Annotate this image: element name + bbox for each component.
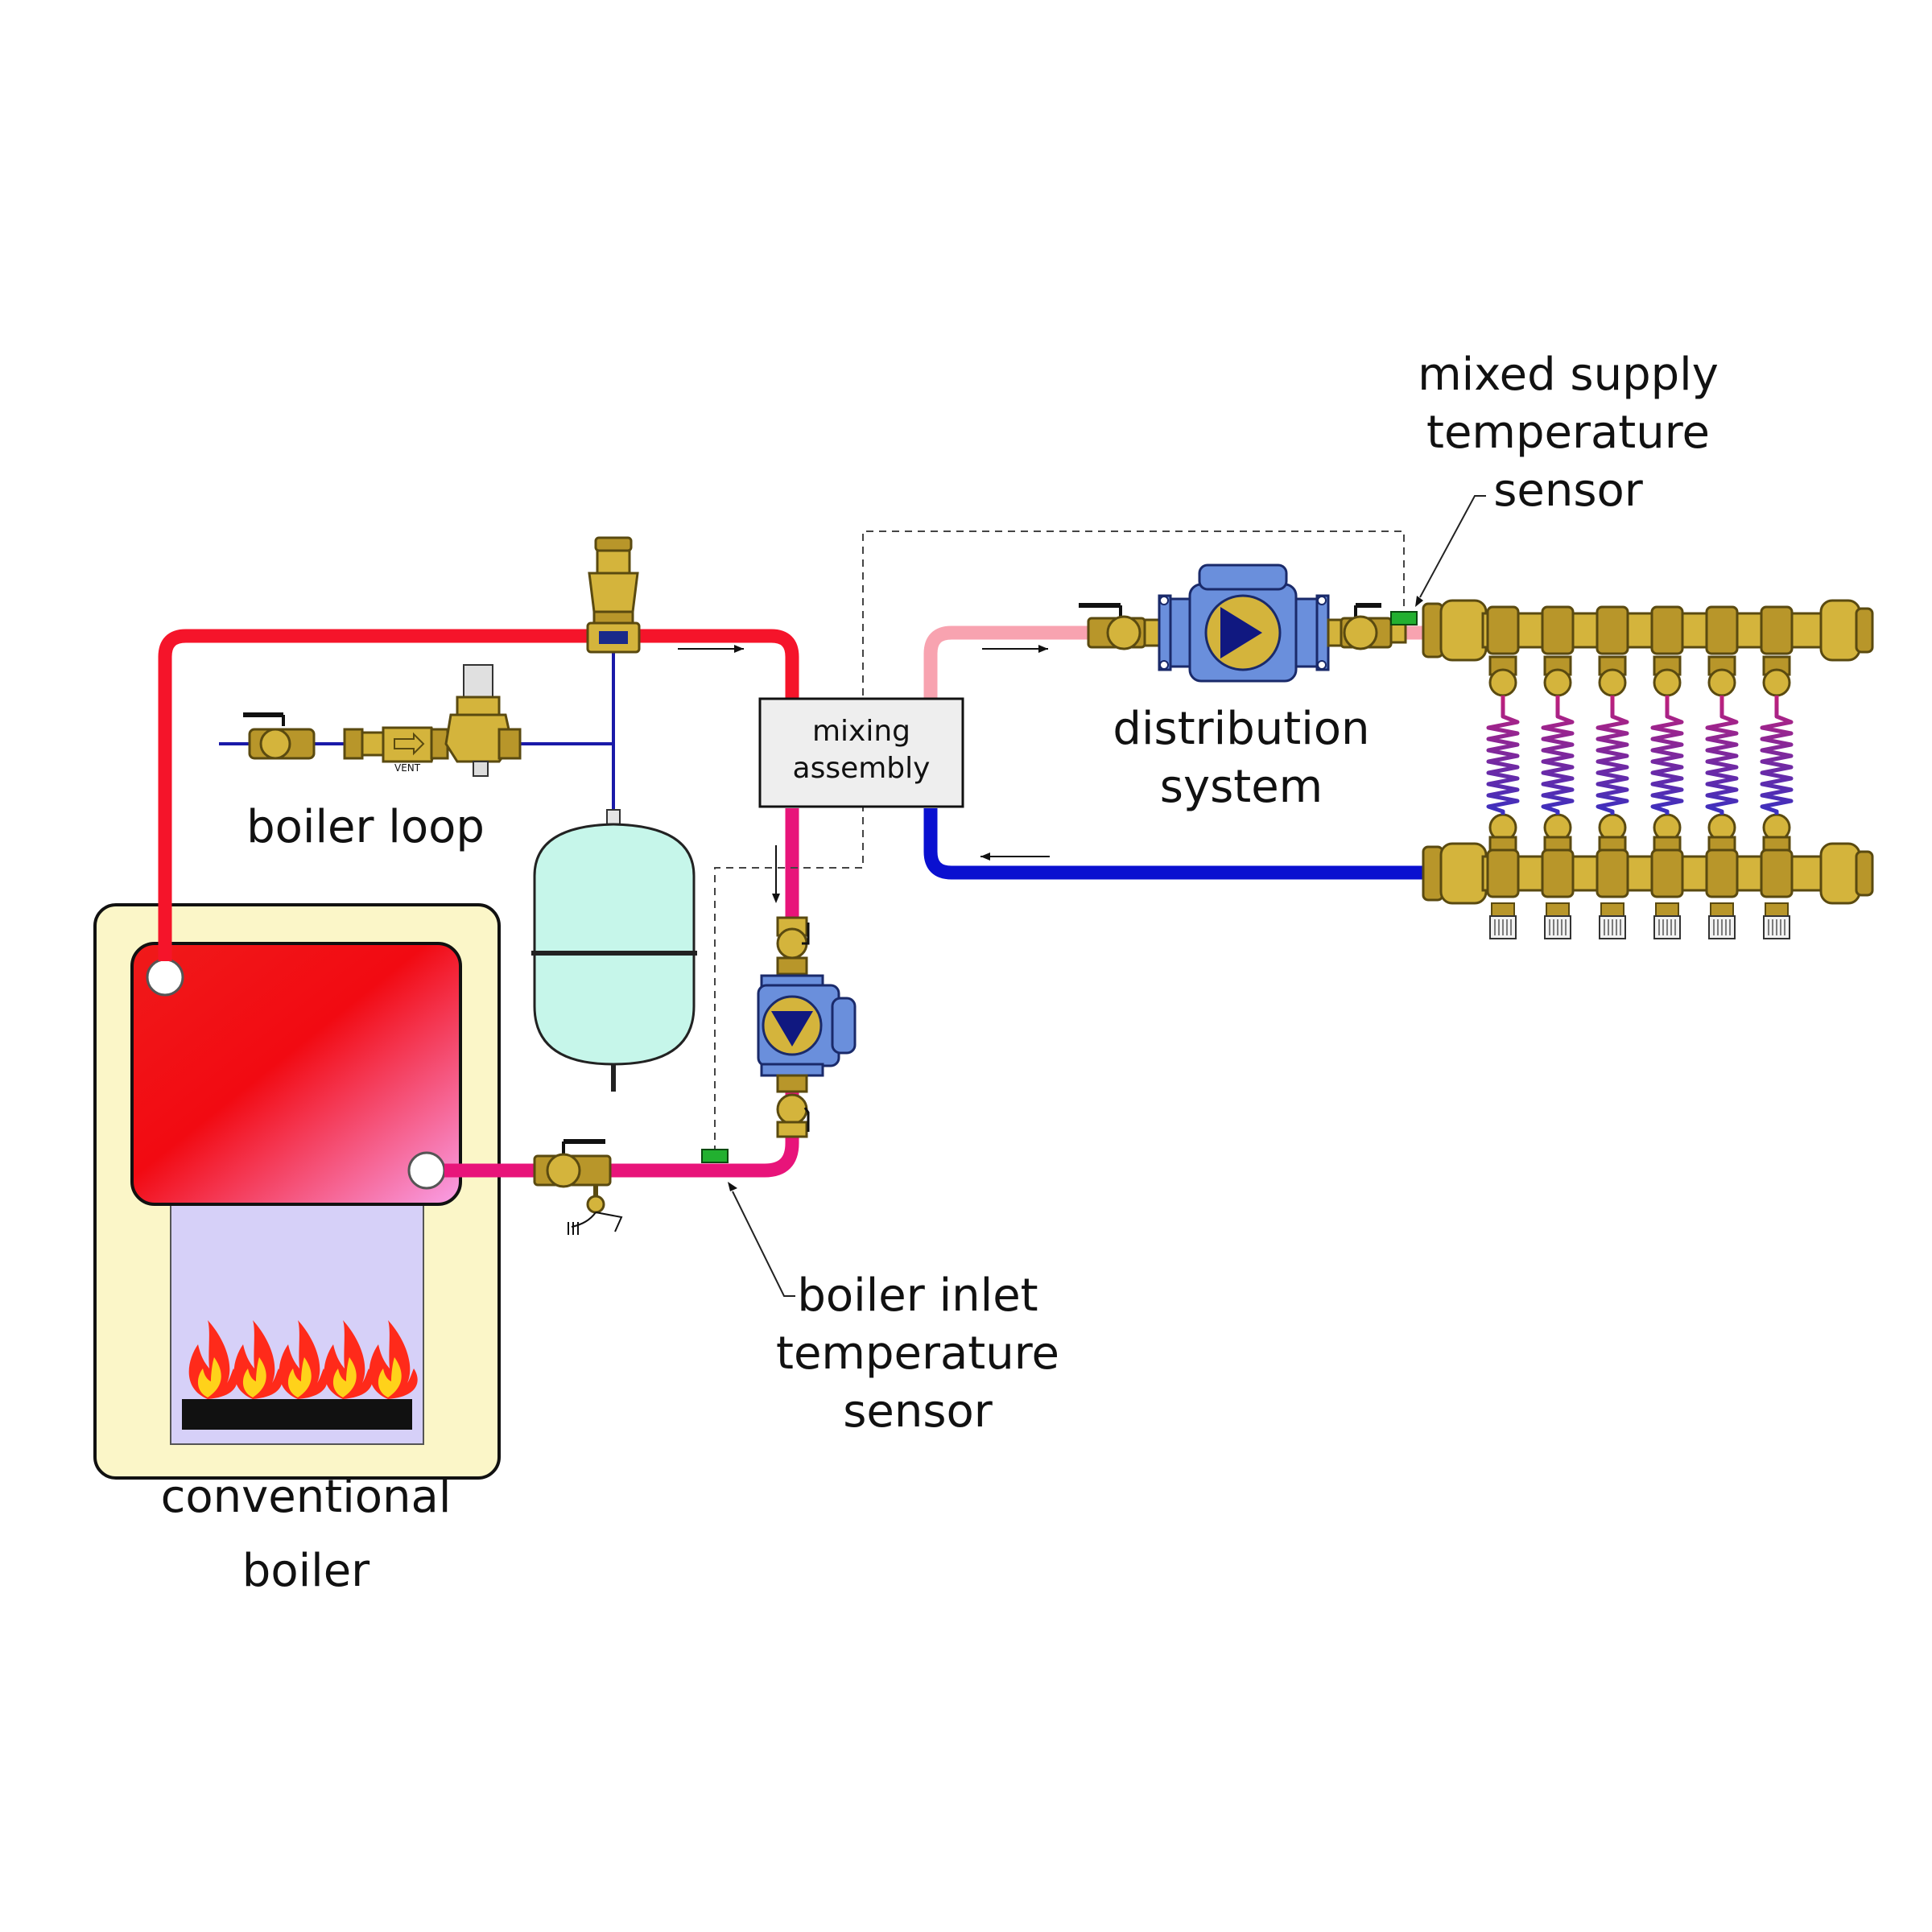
distribution-return-pipe [923,808,1433,880]
boiler-inlet-sensor-leader [732,1191,795,1297]
boiler-return-valve [533,1139,623,1235]
return-circuit-fitting [1762,836,1791,852]
distribution-system-label-line2: system [1160,761,1323,813]
balancing-valve-body [1600,902,1624,917]
boiler-supply-port [146,958,184,997]
boiler-loop-label: boiler loop [246,801,485,853]
mixed-supply-sensor-label-line1: mixed supply [1418,349,1719,401]
sensor-wiring [714,530,1405,1153]
flame-icon [233,1320,283,1399]
conventional-boiler [93,903,501,1480]
mixed-supply-sensor-label-line2: temperature [1426,407,1710,459]
boiler-return-port [407,1151,446,1190]
supply-manifold [1422,599,1874,662]
ball-valve-icon [533,1139,612,1188]
distribution-system-label-line1: distribution [1113,703,1369,755]
supply-circuit-fitting-nut [1543,668,1572,697]
mixed-supply-pipe [923,625,1433,700]
return-circuit-fitting [1707,836,1736,852]
supply-circuit-fitting-nut [1598,668,1627,697]
conventional-boiler-label-line2: boiler [242,1545,370,1597]
temperature-sensor-icon [701,1149,729,1163]
burner-bar [182,1399,412,1430]
return-circuit-fitting [1543,836,1572,852]
boiler-return-pipe [444,808,799,1178]
expansion-tank [531,809,697,1092]
boiler-heat-exchanger [130,942,462,1206]
make-up-water-assembly: VENT [243,664,522,777]
air-vent-icon [586,536,641,654]
mixing-assembly: mixing assembly [758,697,964,808]
ball-valve-icon [1340,603,1393,650]
supply-circuit-fitting-nut [1488,668,1517,697]
boiler-supply-pipe [158,629,799,961]
balancing-valve-body [1655,902,1679,917]
supply-circuit-fitting-nut [1653,668,1682,697]
ball-valve-icon [243,712,316,760]
mixed-supply-sensor-leader [1419,495,1486,598]
flow-direction-arrow [394,732,425,756]
circuit-tubing [1541,696,1575,815]
balancing-valve-body [1710,902,1734,917]
temperature-sensor-icon [1390,611,1418,625]
return-circuit-fitting [1653,836,1682,852]
boiler-inlet-sensor-label-line1: boiler inlet [797,1269,1038,1322]
conventional-boiler-label-line1: conventional [161,1471,452,1523]
supply-circuit-fitting-nut [1762,668,1791,697]
circuit-tubing [1486,696,1520,815]
circuit-tubing [1705,696,1739,815]
boiler-loop-pump [757,916,857,1138]
flame-icon [279,1320,328,1399]
return-circuit-fitting [1488,836,1517,852]
boiler-inlet-sensor-label-line2: temperature [776,1327,1059,1380]
balancing-valve-body [1765,902,1789,917]
return-circuit-fitting [1598,836,1627,852]
boiler-inlet-sensor-label-line3: sensor [843,1385,993,1438]
circuit-tubing [1596,696,1629,815]
balancing-valve-body [1546,902,1570,917]
balancing-valve-body [1491,902,1515,917]
circuit-tubing [1650,696,1684,815]
supply-circuit-fitting-nut [1707,668,1736,697]
vent-marking: VENT [394,762,421,774]
circulator-pump-icon [1220,607,1262,658]
mixing-assembly-label-line1: mixing [812,715,910,748]
distribution-circuits [1486,655,1794,939]
flame-icon [188,1320,237,1399]
circuit-tubing [1760,696,1794,815]
mixing-assembly-label-line2: assembly [793,752,931,785]
circulator-pump-icon [771,1011,813,1046]
flame-icon [324,1320,373,1399]
distribution-pump [1079,564,1407,683]
flow-arrows [678,645,1050,903]
mixed-supply-sensor-label-line3: sensor [1493,464,1644,517]
return-manifold [1422,842,1874,905]
ball-valve-icon [1079,603,1146,650]
flame-icon [369,1320,418,1399]
